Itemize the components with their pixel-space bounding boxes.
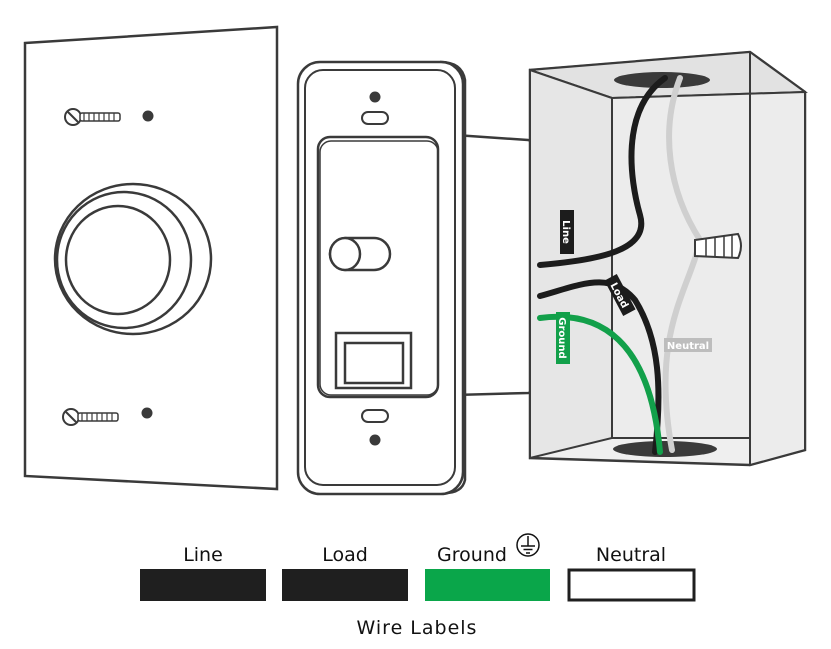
dimmer-switch	[296, 60, 542, 496]
wire-tag-ground-text: Ground	[556, 317, 567, 358]
wire-nut-icon	[694, 232, 742, 260]
ground-symbol-icon	[516, 533, 540, 557]
legend-swatch-neutral	[567, 568, 696, 602]
screw-icon	[64, 108, 121, 126]
wire-tag-line: Line	[560, 210, 574, 254]
wall-plate	[23, 25, 279, 491]
plate-hole	[142, 110, 154, 122]
wire-tag-line-text: Line	[560, 220, 571, 244]
legend-title: Wire Labels	[357, 617, 478, 639]
legend-swatch-ground	[425, 569, 550, 601]
legend: Line Load Ground Neutral Wire Labels	[140, 533, 696, 639]
legend-label-ground: Ground	[437, 544, 507, 566]
screw-icon	[62, 408, 119, 426]
legend-swatch-load	[282, 569, 408, 601]
wires	[537, 75, 742, 455]
legend-label-load: Load	[322, 544, 368, 566]
slider-icon	[328, 236, 392, 272]
legend-label-neutral: Neutral	[596, 544, 666, 566]
wire-tag-neutral-text: Neutral	[667, 341, 709, 352]
plate-hole	[141, 407, 153, 419]
dimmer-knob-icon	[53, 182, 213, 336]
wire-tag-ground: Ground	[556, 312, 570, 364]
legend-label-line: Line	[183, 544, 223, 566]
wire-tag-neutral: Neutral	[664, 338, 712, 352]
legend-swatch-line	[140, 569, 266, 601]
